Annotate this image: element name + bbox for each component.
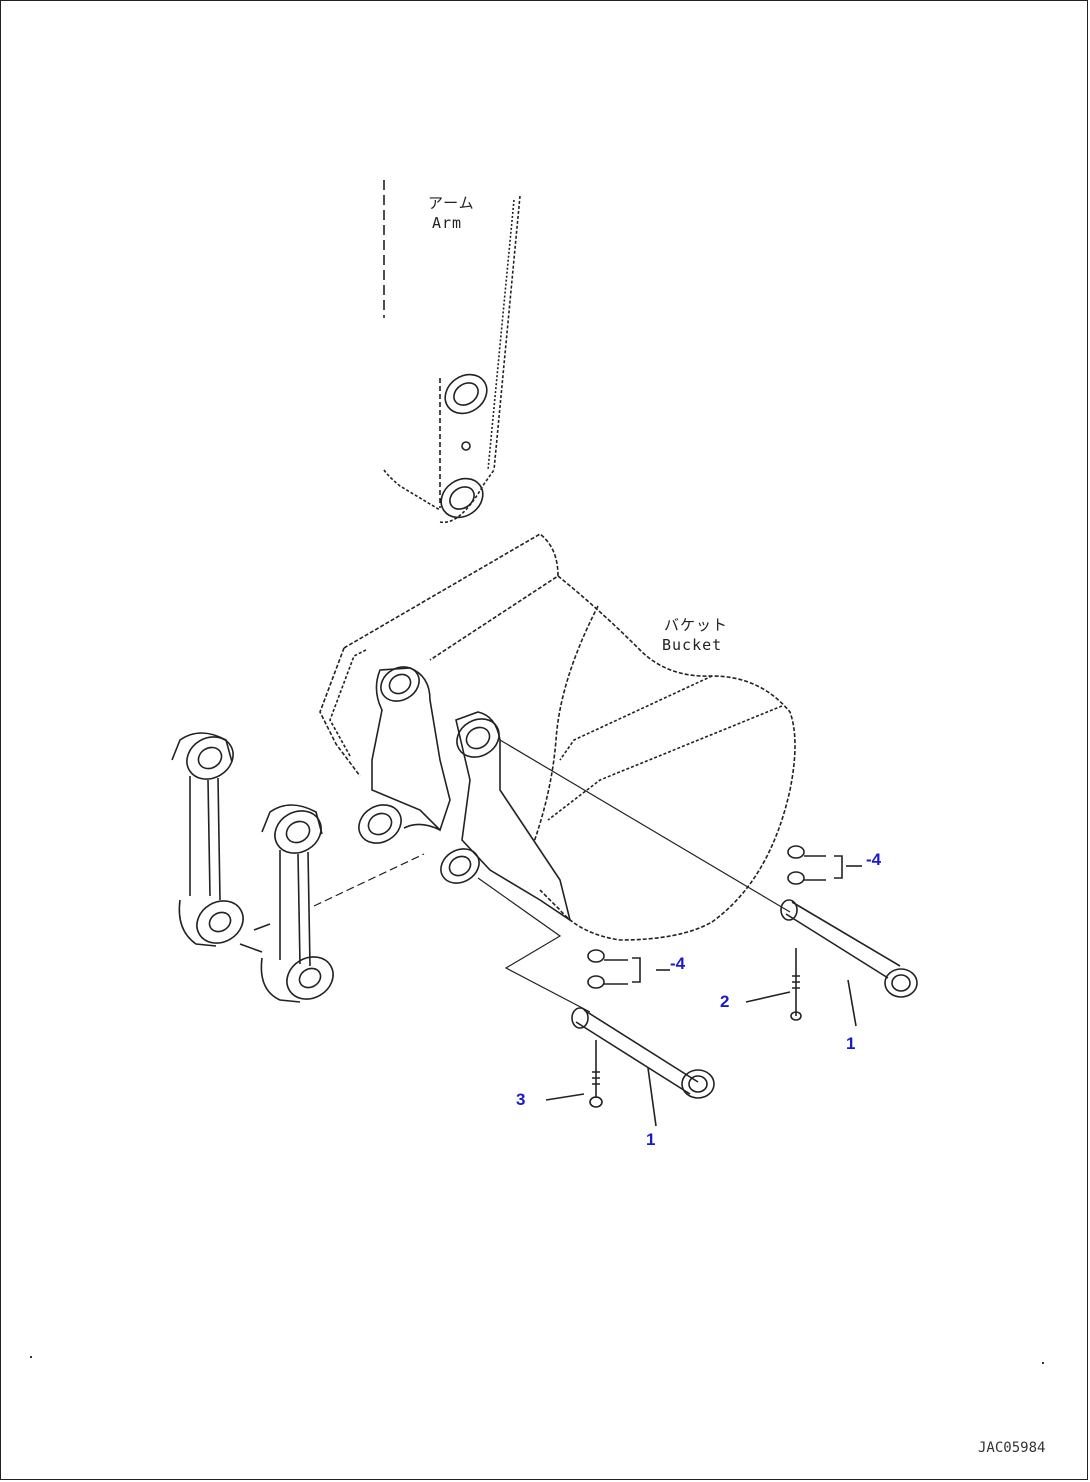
callout-4-lower[interactable]: -4 bbox=[670, 954, 686, 973]
callout-2[interactable]: 2 bbox=[720, 992, 730, 1011]
callout-1-left[interactable]: 1 bbox=[646, 1130, 656, 1149]
corner-mark-left bbox=[30, 1356, 32, 1358]
bucket-label-en: Bucket bbox=[662, 636, 723, 654]
bucket-label-jp: バケット bbox=[664, 616, 729, 634]
pin-assembly-right bbox=[745, 845, 918, 1027]
arm-label-en: Arm bbox=[432, 214, 463, 232]
arm-drawing bbox=[383, 180, 521, 524]
callout-4-upper[interactable]: -4 bbox=[866, 850, 882, 869]
callout-3[interactable]: 3 bbox=[516, 1090, 526, 1109]
pin-assembly-left bbox=[545, 949, 715, 1127]
bucket-drawing bbox=[319, 533, 796, 941]
arm-label-jp: アーム bbox=[428, 194, 475, 212]
drawing-code: JAC05984 bbox=[978, 1440, 1046, 1456]
link-drawing bbox=[171, 732, 334, 1003]
assembly-guide-lines bbox=[313, 739, 791, 1013]
callout-1-right[interactable]: 1 bbox=[846, 1034, 856, 1053]
corner-mark-right bbox=[1042, 1362, 1044, 1364]
